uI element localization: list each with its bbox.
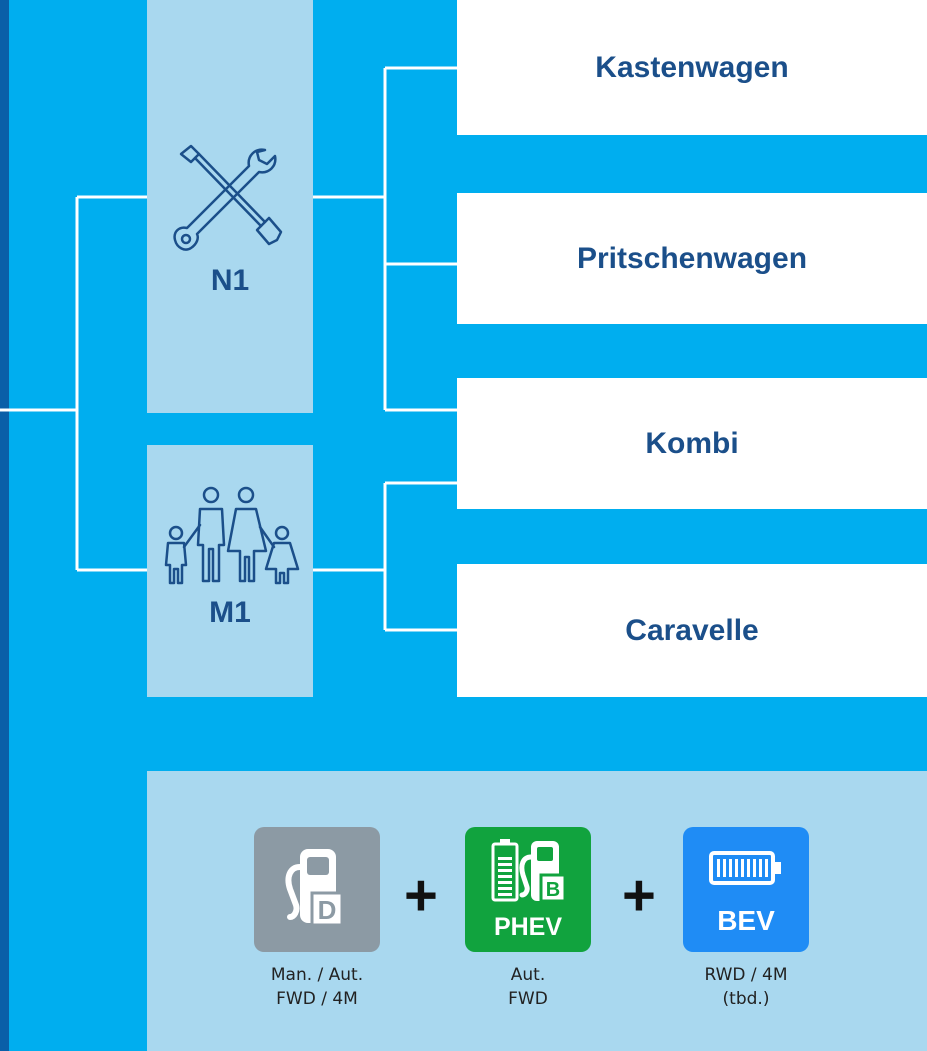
diesel-pump-icon: D bbox=[285, 849, 344, 927]
diesel-tile: D bbox=[254, 827, 380, 952]
body-type-box-3: Kombi bbox=[457, 378, 927, 509]
body-type-label: Pritschenwagen bbox=[576, 241, 808, 275]
caption-line: Aut. bbox=[510, 965, 546, 985]
bev-caption: RWD / 4M (tbd.) bbox=[661, 963, 831, 1011]
plus-sign: + bbox=[404, 863, 438, 928]
svg-text:D: D bbox=[318, 895, 337, 925]
diesel-caption: Man. / Aut. FWD / 4M bbox=[232, 963, 402, 1011]
family-icon bbox=[164, 486, 300, 585]
bev-tile: BEV bbox=[683, 827, 809, 952]
body-type-label: Kombi bbox=[645, 426, 739, 460]
drivetrain-panel: D + B PHEV + bbox=[147, 771, 927, 1051]
body-type-label: Caravelle bbox=[625, 613, 759, 647]
tile-label: PHEV bbox=[493, 913, 563, 941]
caption-line: FWD bbox=[508, 989, 548, 1009]
phev-caption: Aut. FWD bbox=[443, 963, 613, 1011]
plus-sign: + bbox=[622, 863, 656, 928]
svg-text:B: B bbox=[546, 879, 560, 901]
caption-line: Man. / Aut. bbox=[270, 965, 364, 985]
left-edge-strip bbox=[0, 0, 9, 1051]
tools-icon bbox=[173, 144, 283, 251]
body-type-box-2: Pritschenwagen bbox=[457, 193, 927, 324]
caption-line: FWD / 4M bbox=[276, 989, 358, 1009]
battery-icon bbox=[709, 851, 781, 885]
body-type-label: Kastenwagen bbox=[595, 50, 789, 84]
tile-label: BEV bbox=[717, 905, 775, 936]
body-type-box-4: Caravelle bbox=[457, 564, 927, 697]
category-m1: M1 bbox=[147, 445, 313, 697]
category-label: M1 bbox=[209, 596, 251, 629]
category-n1: N1 bbox=[147, 0, 313, 413]
phev-tile: B PHEV bbox=[465, 827, 591, 952]
caption-line: RWD / 4M bbox=[704, 965, 788, 985]
body-type-box-1: Kastenwagen bbox=[457, 0, 927, 135]
phev-pump-icon: B bbox=[491, 839, 567, 903]
category-label: N1 bbox=[210, 264, 250, 297]
caption-line: (tbd.) bbox=[722, 989, 770, 1009]
